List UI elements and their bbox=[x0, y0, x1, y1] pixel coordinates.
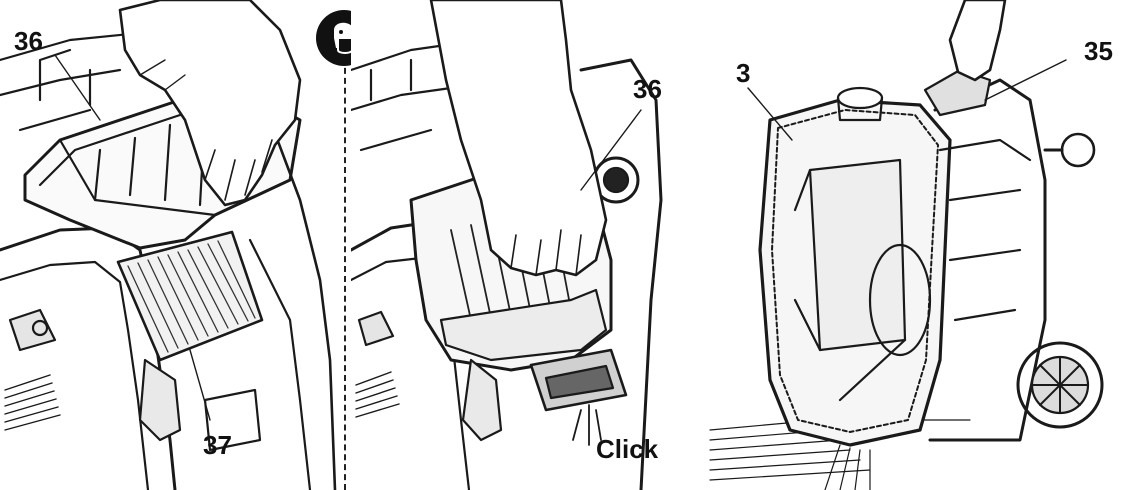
cover-label-36: 36 bbox=[633, 74, 662, 104]
click-sound-label: Click bbox=[596, 434, 659, 464]
panel-2-illustration bbox=[351, 0, 663, 490]
panel-empty-container: 3 35 bbox=[700, 0, 1126, 490]
panel-remove-cover: 36 37 bbox=[0, 0, 343, 490]
handle-label-35: 35 bbox=[1084, 36, 1113, 66]
filter-label-37: 37 bbox=[203, 430, 232, 460]
container-label-3: 3 bbox=[736, 58, 751, 88]
cover-label-36: 36 bbox=[14, 26, 43, 56]
panel-3-illustration bbox=[709, 0, 1104, 490]
panel-divider bbox=[344, 58, 346, 490]
panel-replace-cover: 36 Click bbox=[351, 0, 673, 490]
panel-1-illustration bbox=[0, 0, 337, 490]
